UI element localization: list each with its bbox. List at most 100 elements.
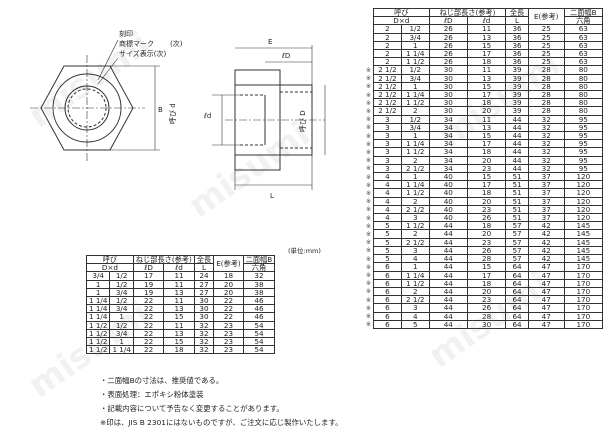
dim-e-label: E (268, 38, 272, 46)
row-marker: ※ (366, 140, 372, 148)
table-cell: 170 (563, 262, 604, 272)
table-cell: 22 (213, 312, 244, 322)
table-cell: 3 (400, 303, 430, 313)
row-marker: ※ (366, 181, 372, 189)
table-cell: 63 (563, 24, 604, 34)
row-marker: ※ (366, 75, 372, 83)
table-cell: 18 (466, 147, 507, 157)
table-cell: 34 (428, 147, 468, 157)
table-cell: 22 (132, 312, 165, 322)
table-cell: 44 (428, 262, 468, 272)
dimension-table-small: 呼び ねじ部長さ(参考) 全長 E(参考) 二面幅B D×d ℓD ℓd L 六… (85, 254, 276, 355)
table-cell: 1 1/2 (400, 188, 430, 198)
table-cell: 4 (400, 311, 430, 321)
table-cell: 47 (527, 270, 565, 280)
table-cell: 3/4 (85, 271, 111, 281)
table-cell: 6 (373, 303, 402, 313)
table-cell: 46 (242, 312, 276, 322)
row-marker: ※ (366, 321, 372, 329)
note-line: ・記載内容について予告なく変更することがあります。 (100, 404, 284, 413)
table-cell: 18 (163, 345, 195, 355)
callout-engrave: 刻印 (119, 29, 133, 38)
note-line: ・表面処理：エポキシ粉体塗装 (100, 390, 204, 399)
table-cell: 170 (563, 319, 604, 329)
row-marker: ※ (366, 107, 372, 115)
table-cell: 1 1/4 (109, 345, 134, 355)
table-cell: 57 (505, 229, 529, 239)
table-cell: 6 (373, 262, 402, 272)
table-cell: 2 1/2 (373, 106, 402, 116)
dim-yobi-d-label: 呼び d (168, 103, 177, 124)
table-cell: 2 (400, 106, 430, 116)
row-marker: ※ (366, 66, 372, 74)
header-nejibu: ねじ部長さ(参考) (428, 7, 507, 18)
table-cell: 1 1/2 (85, 345, 111, 355)
table-cell: 64 (505, 311, 529, 321)
dimension-table-large: 呼び ねじ部長さ(参考) 全長 E(参考) 二面幅B D×d ℓD ℓd L 六… (373, 7, 604, 329)
table-cell: 1/2 (400, 24, 430, 34)
table-cell: 11 (466, 24, 507, 34)
row-marker: ※ (366, 263, 372, 271)
row-marker: ※ (366, 198, 372, 206)
table-cell: 1 (400, 262, 430, 272)
table-cell: 44 (428, 303, 468, 313)
table-cell: 25 (527, 24, 565, 34)
row-marker: ※ (366, 230, 372, 238)
table-cell: 2 1/2 (373, 65, 402, 75)
table-cell: 2 (373, 24, 402, 34)
table-cell: 20 (466, 229, 507, 239)
table-cell: 44 (505, 147, 529, 157)
row-marker: ※ (366, 124, 372, 132)
units-label: (単位:mm) (288, 247, 321, 255)
callout-size-display: サイズ表示(次) (119, 49, 167, 58)
table-cell: 42 (527, 229, 565, 239)
table-cell: 32 (193, 345, 215, 355)
table-cell: 6 (373, 311, 402, 321)
table-cell: 30 (428, 65, 468, 75)
table-cell: 23 (213, 345, 244, 355)
row-marker: ※ (366, 239, 372, 247)
table-cell: 1 (109, 312, 134, 322)
dim-b-label: B (158, 106, 163, 114)
dim-l-label: L (270, 192, 274, 200)
table-cell: 80 (563, 106, 604, 116)
table-cell: 28 (466, 311, 507, 321)
row-marker: ※ (366, 255, 372, 263)
row-marker: ※ (366, 189, 372, 197)
table-cell: 17 (466, 270, 507, 280)
table-cell: 64 (505, 303, 529, 313)
row-marker: ※ (366, 165, 372, 173)
table-cell: 17 (132, 271, 165, 281)
table-cell: 145 (563, 229, 604, 239)
table-cell: 44 (428, 319, 468, 329)
table-cell: 30 (428, 106, 468, 116)
table-cell: 26 (428, 24, 468, 34)
row-marker: ※ (366, 214, 372, 222)
table-cell: 6 (373, 270, 402, 280)
table-cell: 3 (373, 147, 402, 157)
table-cell: 39 (505, 106, 529, 116)
table-cell: 15 (163, 312, 195, 322)
table-cell: 47 (527, 303, 565, 313)
table-cell: 30 (193, 312, 215, 322)
table-cell: 95 (563, 147, 604, 157)
table-cell: 54 (242, 345, 276, 355)
row-marker: ※ (366, 116, 372, 124)
table-cell: 39 (505, 65, 529, 75)
row-marker: ※ (366, 206, 372, 214)
table-cell: 64 (505, 319, 529, 329)
